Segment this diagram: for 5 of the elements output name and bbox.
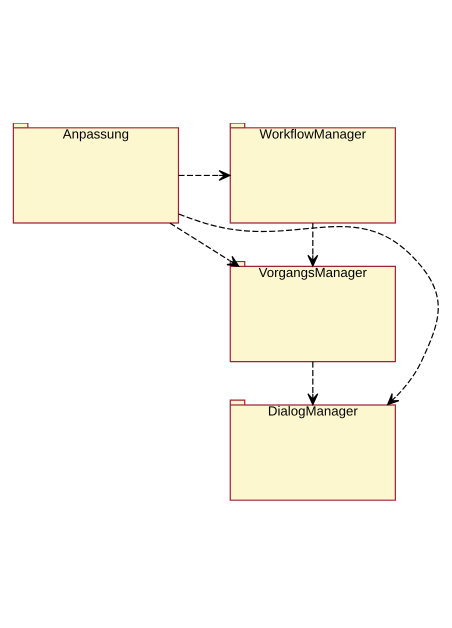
arrow — [307, 362, 318, 406]
arrow — [307, 223, 318, 267]
arrow — [178, 170, 231, 181]
arrow — [170, 222, 240, 267]
arrow — [178, 214, 439, 406]
